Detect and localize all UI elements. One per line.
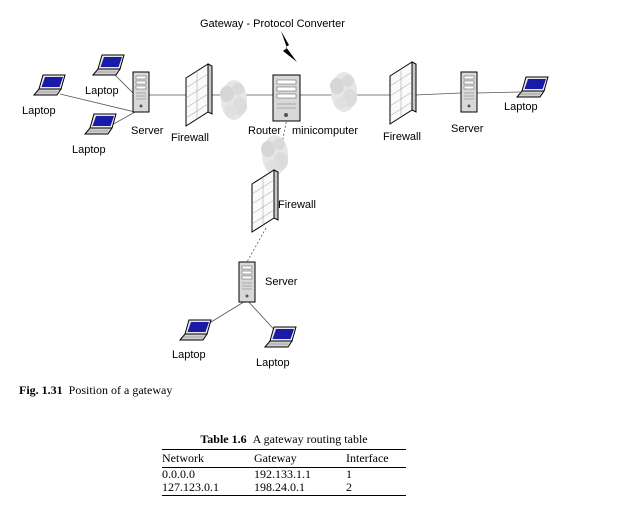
server-label: Server bbox=[265, 276, 298, 288]
table-cell: 198.24.0.1 bbox=[254, 481, 346, 496]
figure-caption-text: Position of a gateway bbox=[68, 383, 173, 397]
table-title: Table 1.6 A gateway routing table bbox=[162, 432, 406, 447]
firewall-icon bbox=[185, 63, 213, 127]
firewall-label: Firewall bbox=[278, 199, 316, 211]
column-header-gateway: Gateway bbox=[254, 449, 346, 468]
cloud-icon bbox=[330, 72, 357, 112]
column-header-interface: Interface bbox=[346, 449, 406, 468]
laptop-label: Laptop bbox=[504, 101, 538, 113]
router-icon bbox=[272, 74, 301, 122]
column-header-network: Network bbox=[162, 449, 254, 468]
server-label: Server bbox=[131, 125, 164, 137]
table-cell: 2 bbox=[346, 481, 406, 496]
laptop-icon bbox=[179, 319, 212, 341]
cloud-icon bbox=[261, 135, 288, 175]
laptop-label: Laptop bbox=[85, 85, 119, 97]
minicomputer-label: minicomputer bbox=[292, 125, 358, 137]
server-label: Server bbox=[451, 123, 484, 135]
laptop-icon bbox=[92, 54, 125, 76]
table-number: Table 1.6 bbox=[200, 432, 247, 446]
table-cell: 192.133.1.1 bbox=[254, 467, 311, 481]
routing-table-container: Table 1.6 A gateway routing table Network… bbox=[162, 432, 406, 496]
routing-table: Network Gateway Interface 0.0.0.0 192.13… bbox=[162, 449, 406, 496]
firewall-icon bbox=[251, 169, 279, 233]
table-row: 127.123.0.1 198.24.0.1 2 bbox=[162, 481, 406, 496]
table-header-row: Network Gateway Interface bbox=[162, 449, 406, 468]
laptop-label: Laptop bbox=[72, 144, 106, 156]
cloud-icon bbox=[220, 80, 247, 120]
table-row: 0.0.0.0 192.133.1.1 1 bbox=[162, 468, 406, 482]
server-icon bbox=[238, 261, 256, 303]
gateway-label: Gateway - Protocol Converter bbox=[200, 18, 345, 30]
laptop-label: Laptop bbox=[22, 105, 56, 117]
table-cell: 1 bbox=[346, 467, 352, 481]
lightning-icon bbox=[281, 31, 297, 62]
laptop-icon bbox=[84, 113, 117, 135]
router-label: Router bbox=[248, 125, 281, 137]
server-icon bbox=[132, 71, 150, 113]
laptop-icon bbox=[264, 326, 297, 348]
server-icon bbox=[460, 71, 478, 113]
firewall-label: Firewall bbox=[383, 131, 421, 143]
firewall-icon bbox=[389, 61, 417, 125]
figure-caption: Fig. 1.31 Position of a gateway bbox=[19, 383, 172, 398]
figure-number: Fig. 1.31 bbox=[19, 383, 63, 397]
table-cell: 127.123.0.1 bbox=[162, 481, 254, 496]
firewall-label: Firewall bbox=[171, 132, 209, 144]
table-cell: 0.0.0.0 bbox=[162, 467, 195, 481]
laptop-icon bbox=[33, 74, 66, 96]
laptop-icon bbox=[516, 76, 549, 98]
table-title-text: A gateway routing table bbox=[252, 432, 368, 446]
network-diagram: Gateway - Protocol Converter Router mini… bbox=[22, 18, 549, 369]
laptop-label: Laptop bbox=[172, 349, 206, 361]
laptop-label: Laptop bbox=[256, 357, 290, 369]
